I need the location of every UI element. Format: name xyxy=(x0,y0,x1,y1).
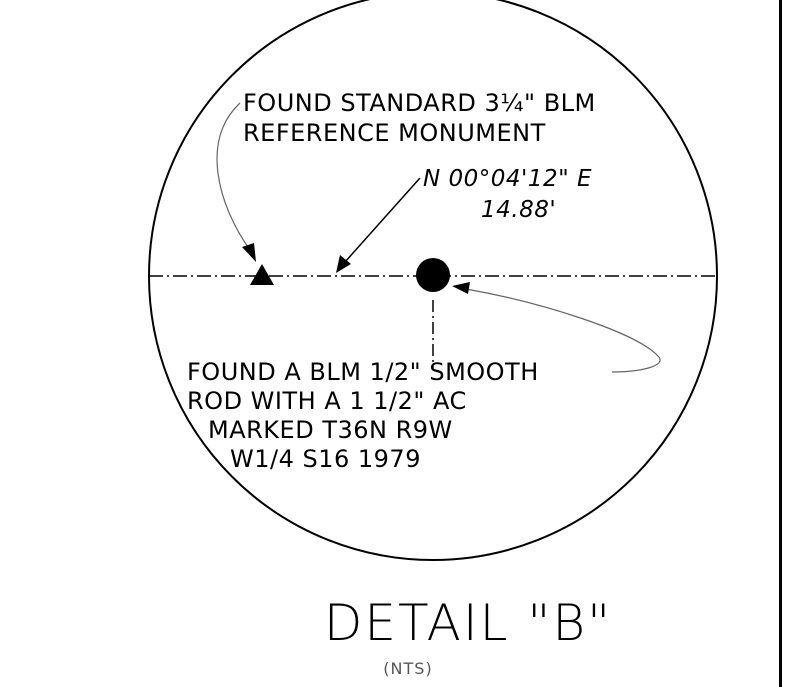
reference-monument-triangle-icon xyxy=(250,264,274,285)
leader-bearing xyxy=(344,177,421,263)
rod-note-line4: W1/4 S16 1979 xyxy=(230,445,421,473)
detail-title: DETAIL "B" xyxy=(324,594,612,652)
rod-note-line1: FOUND A BLM 1/2" SMOOTH xyxy=(187,358,539,386)
leader-rod-arrowhead-icon xyxy=(452,282,470,294)
bearing-distance: 14.88' xyxy=(481,197,556,223)
reference-monument-note-line1: FOUND STANDARD 3¼" BLM xyxy=(243,89,596,117)
sheet-border-right xyxy=(779,0,782,687)
leader-reference-monument xyxy=(216,102,251,251)
bearing-direction: N 00°04'12" E xyxy=(423,166,592,192)
rod-note-line3: MARKED T36N R9W xyxy=(208,416,453,444)
reference-monument-note-line2: REFERENCE MONUMENT xyxy=(243,119,546,147)
rod-note-line2: ROD WITH A 1 1/2" AC xyxy=(187,387,467,415)
rod-monument-dot-icon xyxy=(416,258,450,292)
detail-scale-note: (NTS) xyxy=(383,659,432,678)
leader-rod xyxy=(465,288,661,373)
leader-reference-monument-arrowhead-icon xyxy=(242,243,256,262)
leader-bearing-arrowhead-icon xyxy=(336,255,351,273)
